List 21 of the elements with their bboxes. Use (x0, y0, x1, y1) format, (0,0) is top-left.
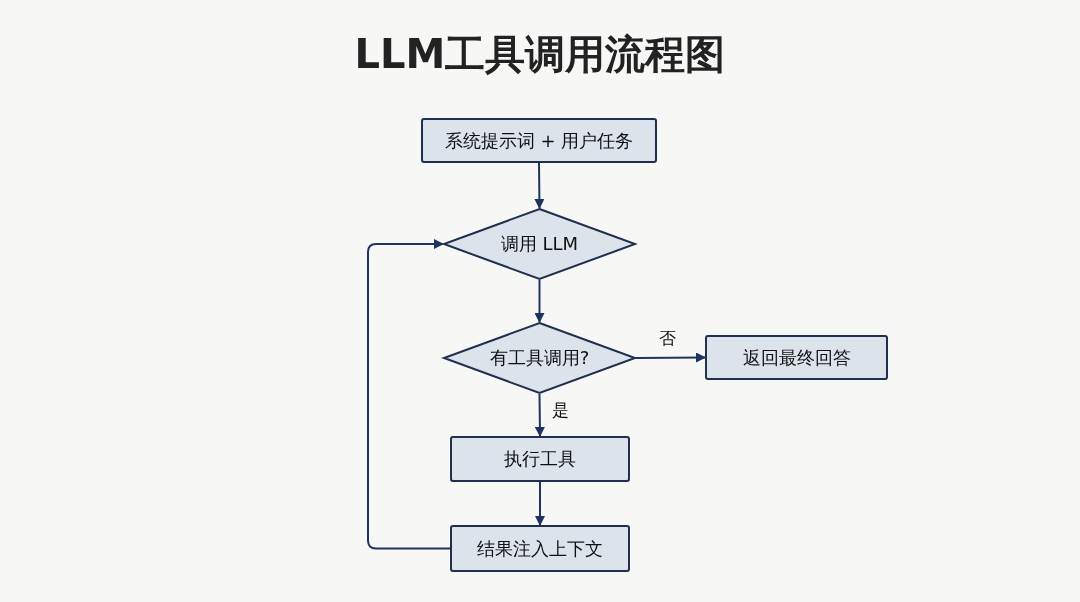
process-box (421, 118, 657, 163)
arrow (367, 239, 451, 550)
decision-diamond (443, 208, 636, 280)
node-label: 系统提示词 + 用户任务 (444, 128, 634, 153)
process-box (705, 335, 888, 380)
arrow (534, 279, 545, 323)
node-label: 结果注入上下文 (477, 536, 603, 561)
arrow (635, 352, 706, 363)
process-box (450, 436, 630, 482)
arrow (535, 481, 545, 526)
decision-diamond (443, 322, 636, 394)
node-label: 返回最终回答 (742, 345, 851, 370)
node-label: 执行工具 (504, 447, 576, 471)
diagram-title: LLM工具调用流程图 (354, 30, 726, 78)
edge-label: 是 (550, 400, 571, 421)
arrow (534, 393, 545, 437)
arrow (534, 162, 545, 209)
process-box (450, 525, 630, 572)
node-label: 调用 LLM (500, 232, 579, 256)
edge-label: 否 (657, 328, 678, 349)
node-label: 有工具调用? (489, 346, 590, 370)
